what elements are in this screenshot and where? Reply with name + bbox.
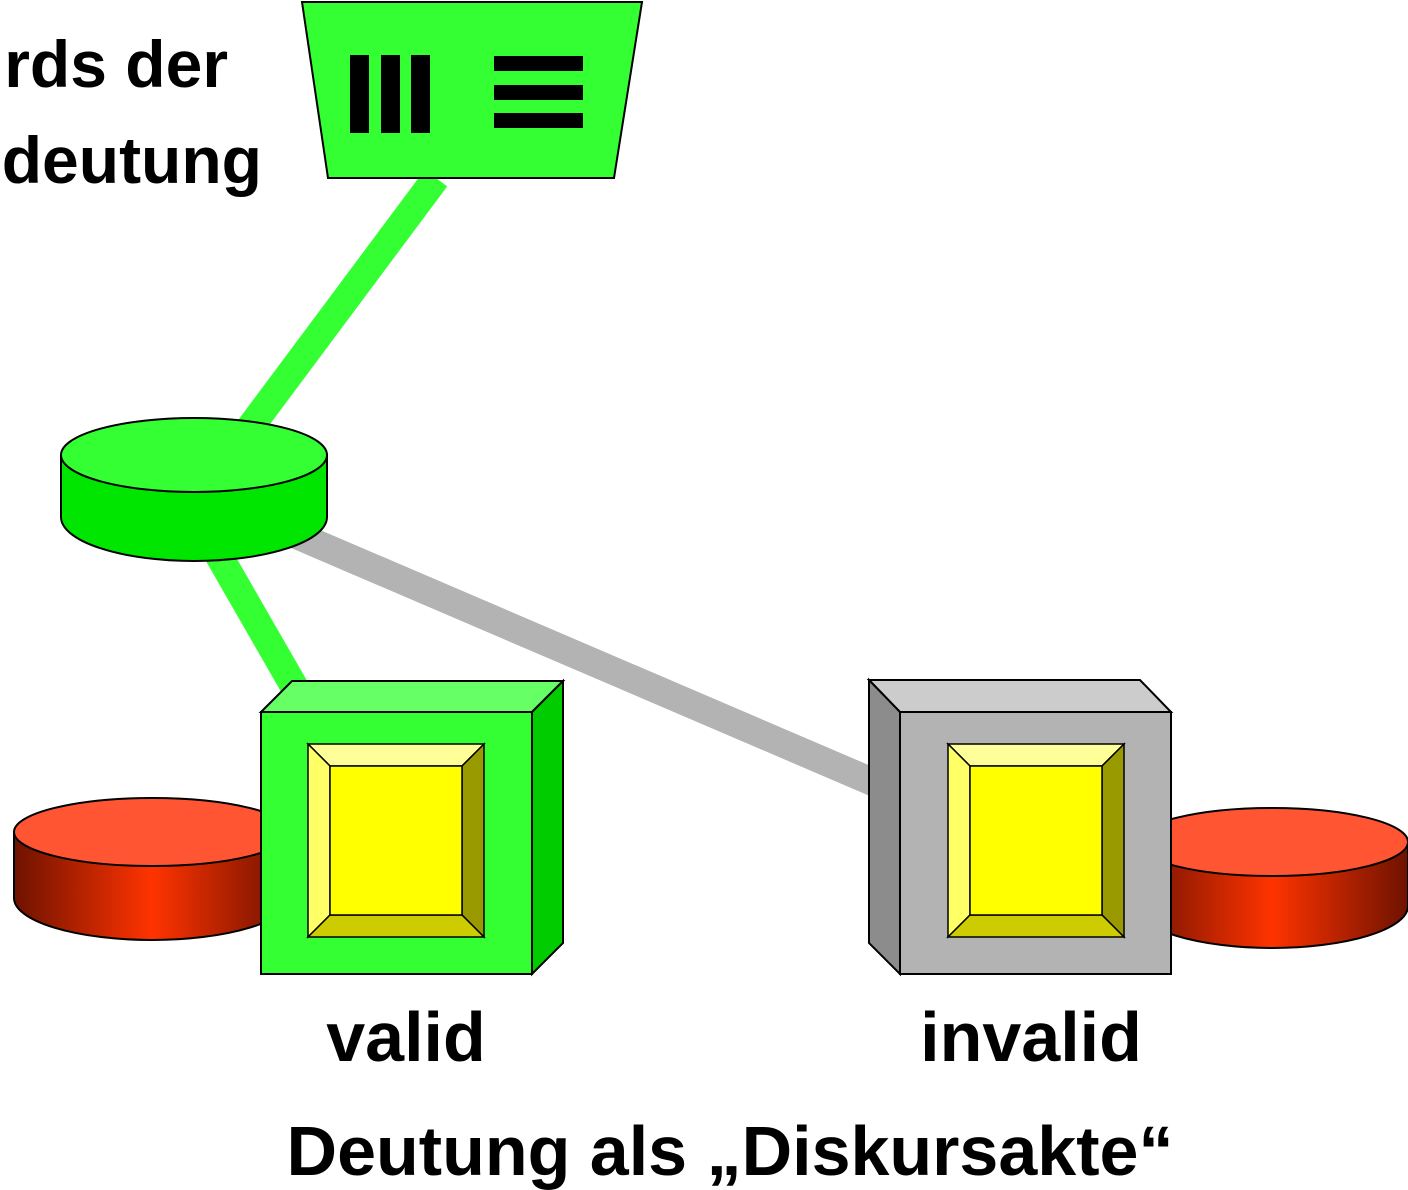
red-disk-right [1135,807,1408,949]
triple-line-icon [494,56,583,71]
yellow-button-icon [946,742,1126,939]
heading-line-1: rds der [4,27,228,101]
hub-disk [60,417,328,562]
edge-hub-to-invalid [274,515,888,799]
trapezoid-node-icon [300,0,644,179]
invalid-label: invalid [920,998,1142,1076]
invalid-box [866,677,1174,977]
top-node [300,0,644,179]
valid-box [258,678,566,977]
triple-bar-icon [350,55,369,133]
heading-line-2: deutung [2,123,262,197]
red-disk-left [13,797,291,941]
caption: Deutung als „Diskursakte“ [287,1112,1174,1190]
valid-label: valid [326,998,486,1076]
yellow-button-icon [306,742,486,939]
